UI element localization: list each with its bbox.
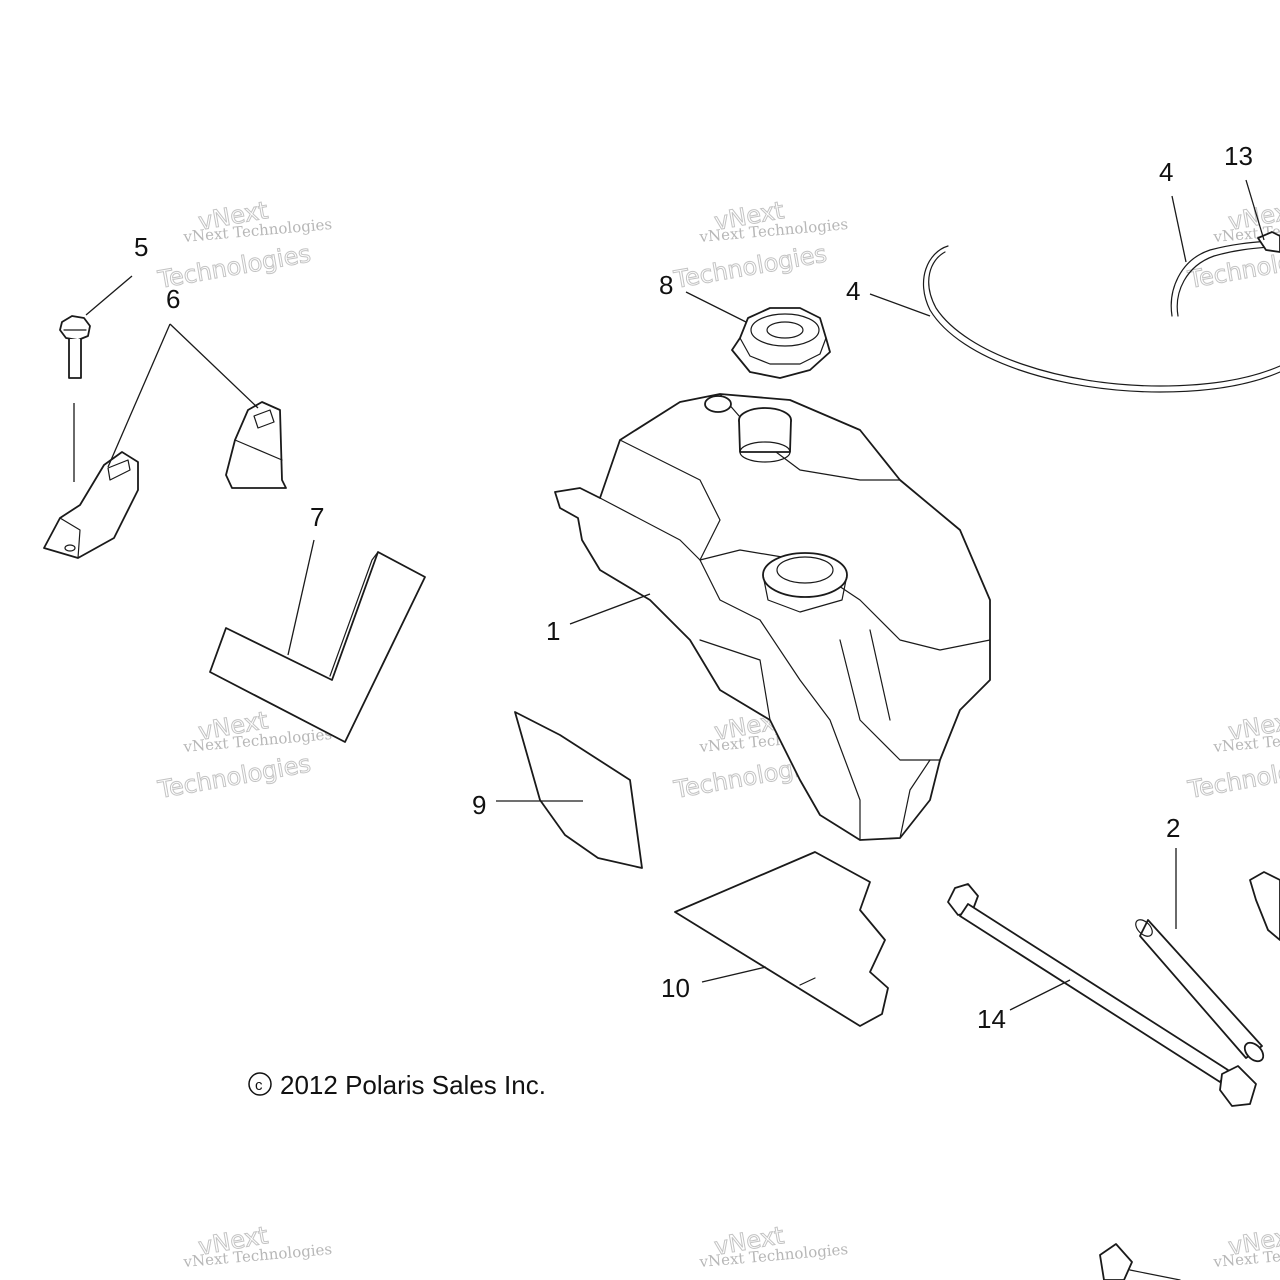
watermark: vNext vNext Technologies Technologies [1185, 706, 1280, 805]
part-clamp-partial [1249, 871, 1280, 941]
copyright-notice: c 2012 Polaris Sales Inc. [248, 1070, 546, 1100]
callout-14: 14 [977, 1004, 1006, 1034]
callout-1: 1 [546, 616, 560, 646]
part-9-shield [514, 711, 643, 869]
part-1-fuel-tank [554, 393, 991, 841]
svg-text:Technologies: Technologies [155, 750, 313, 805]
watermark: vNext vNext Technologies [182, 1221, 333, 1271]
watermark: vNext vNext Technologies [698, 1221, 849, 1271]
part-8-fuel-cap [731, 307, 831, 379]
callout-4-hose-right: 4 [1159, 157, 1173, 187]
watermark-group: vNext vNext Technologies Technologies vN… [155, 196, 1280, 1271]
callout-10: 10 [661, 973, 690, 1003]
svg-text:Technologies: Technologies [1185, 750, 1280, 805]
watermark: vNext vNext Technologies [1212, 1221, 1280, 1271]
callout-5: 5 [134, 232, 148, 262]
callout-7: 7 [310, 502, 324, 532]
callout-labels: 1 2 4 4 5 6 7 8 9 10 13 14 [134, 141, 1253, 1034]
copyright-icon [248, 1072, 272, 1096]
leader-lines [85, 179, 1265, 1011]
callout-13: 13 [1224, 141, 1253, 171]
part-5-bolt [59, 315, 91, 482]
svg-text:c: c [255, 1077, 263, 1094]
callout-8: 8 [659, 270, 673, 300]
part-6-bracket-right [225, 401, 287, 489]
svg-text:Technologies: Technologies [671, 240, 829, 295]
part-6-bracket-left [43, 451, 139, 559]
callout-4-hose-left: 4 [846, 276, 860, 306]
part-2-sleeve [1135, 919, 1265, 1063]
callout-6: 6 [166, 284, 180, 314]
part-bottom-fitting-partial [1099, 1243, 1181, 1280]
callout-9: 9 [472, 790, 486, 820]
callout-2: 2 [1166, 813, 1180, 843]
copyright-text: 2012 Polaris Sales Inc. [280, 1070, 546, 1100]
part-10-pad [674, 851, 889, 1027]
watermark: vNext vNext Technologies Technologies [671, 196, 849, 295]
part-14-fuel-line [947, 883, 1257, 1107]
watermark: vNext vNext Technologies Technologies [155, 196, 333, 295]
part-7-pad [209, 551, 426, 743]
